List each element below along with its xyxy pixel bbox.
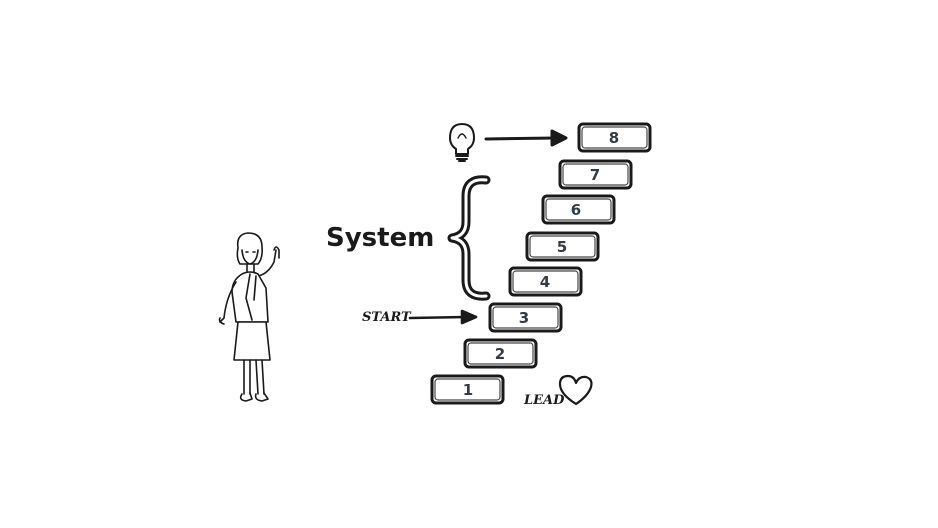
step-3-number: 3 [519, 309, 529, 327]
step-3: 3 [488, 302, 563, 333]
step-6-number: 6 [571, 201, 581, 219]
step-2-number: 2 [495, 345, 505, 363]
step-8: 8 [577, 122, 652, 153]
lightbulb-icon [449, 123, 475, 162]
step-6: 6 [541, 194, 616, 225]
arrow-right-icon [484, 129, 568, 147]
step-8-number: 8 [609, 129, 619, 147]
staircase-steps: 1 2 3 4 5 6 7 [430, 122, 652, 405]
step-1: 1 [430, 374, 505, 405]
step-7: 7 [558, 159, 633, 190]
step-4-number: 4 [540, 273, 550, 291]
start-label: START [362, 310, 412, 325]
step-1-number: 1 [463, 381, 473, 399]
heart-icon [558, 374, 593, 406]
step-5-number: 5 [557, 238, 567, 256]
system-label: System [326, 223, 434, 253]
step-5: 5 [525, 231, 600, 262]
woman-figure-icon [218, 232, 280, 402]
step-4: 4 [508, 266, 583, 297]
lead-label: LEAD [523, 393, 565, 408]
step-7-number: 7 [590, 166, 600, 184]
curly-brace-icon [447, 175, 491, 301]
step-2: 2 [463, 338, 538, 369]
start-arrow-icon [408, 309, 478, 325]
